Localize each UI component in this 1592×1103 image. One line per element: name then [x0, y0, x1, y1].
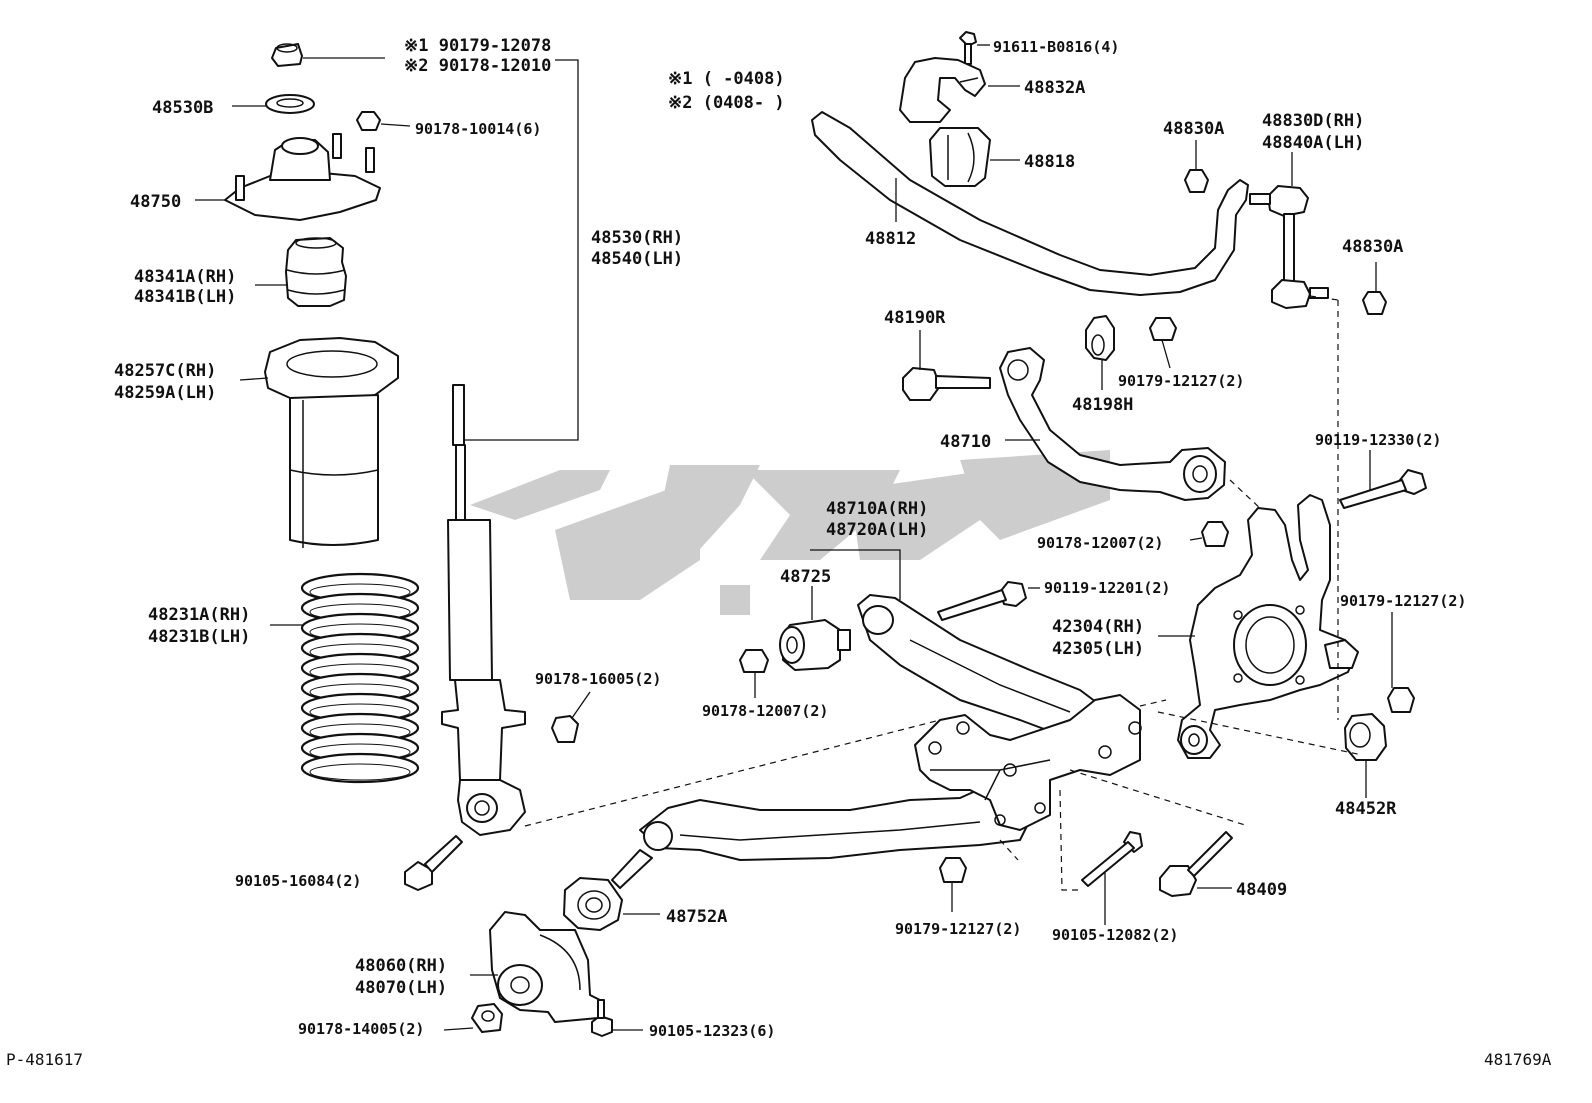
note-3: ※1 ( -0408) [668, 69, 785, 89]
label-48750: 48750 [130, 192, 181, 212]
nut-90178-10014-part [356, 111, 381, 131]
nut-90178-12007-upper-part [1201, 521, 1229, 547]
label-48070: 48070(LH) [355, 978, 447, 998]
label-90105-16084: 90105-16084(2) [235, 872, 361, 890]
label-48257c: 48257C(RH) [114, 361, 216, 381]
coil-spring-48231-part [300, 572, 420, 784]
nut-90179-12127-upper-part [1149, 317, 1177, 341]
label-48198h: 48198H [1072, 395, 1133, 415]
bushing-48818-part [929, 127, 991, 187]
plate-id: P-481617 [6, 1050, 83, 1069]
label-48231b: 48231B(LH) [148, 627, 250, 647]
label-90178-14005: 90178-14005(2) [298, 1020, 424, 1038]
label-48725: 48725 [780, 567, 831, 587]
coil-turn-inner [309, 763, 411, 781]
alignment-dashed-lines [524, 295, 1363, 891]
nut-48830a-upper-part [1184, 169, 1209, 193]
note-2: ※2 90178-12010 [404, 56, 551, 76]
label-48812: 48812 [865, 229, 916, 249]
subframe-part [914, 694, 1142, 831]
label-48830d: 48830D(RH) [1262, 111, 1364, 131]
knuckle-42304-part [1177, 494, 1359, 759]
label-90178-16005: 90178-16005(2) [535, 670, 661, 688]
label-48832a: 48832A [1024, 78, 1085, 98]
stabilizer-link-48830d-part [1249, 185, 1329, 309]
label-42305: 42305(LH) [1052, 639, 1144, 659]
bushing-48452r-part [1344, 713, 1387, 761]
nut-90178-14005-part [471, 1003, 503, 1033]
bolt-90119-12330-part [1339, 469, 1427, 509]
label-42304: 42304(RH) [1052, 617, 1144, 637]
diagram-id: 481769A [1484, 1050, 1552, 1069]
insulator-boot-48257c-part [264, 337, 399, 548]
bolt-48190r-part [902, 367, 991, 401]
upper-support-48750-part [224, 133, 381, 221]
label-48231a: 48231A(RH) [148, 605, 250, 625]
label-48452r: 48452R [1335, 799, 1397, 819]
bolt-90119-12201-part [937, 581, 1027, 621]
bushing-48752a-part [563, 877, 623, 931]
bolt-48409-part [1159, 831, 1233, 897]
bump-stopper-48341-part [285, 237, 347, 307]
label-90105-12323: 90105-12323(6) [649, 1022, 775, 1040]
nut-48830a-lower-part [1362, 291, 1387, 315]
label-48259a: 48259A(LH) [114, 383, 216, 403]
label-layer: ※1 90179-12078 ※2 90178-12010 ※1 ( -0408… [6, 36, 1552, 1069]
label-48341a: 48341A(RH) [134, 267, 236, 287]
note-4: ※2 (0408- ) [668, 93, 785, 113]
label-48720a: 48720A(LH) [826, 520, 928, 540]
label-48830a-upper: 48830A [1163, 119, 1224, 139]
nut-90179-12127-lower-part [939, 857, 967, 883]
label-90179-12127-lower: 90179-12127(2) [895, 920, 1021, 938]
label-48710: 48710 [940, 432, 991, 452]
label-48830a-lower: 48830A [1342, 237, 1403, 257]
bolt-91611-b0816-part [959, 31, 977, 65]
bushing-48725-part [779, 619, 851, 671]
label-48530: 48530(RH) [591, 228, 683, 248]
nut-90179-12127-right-part [1387, 687, 1415, 713]
label-48540: 48540(LH) [591, 249, 683, 269]
label-90178-12007-lower: 90178-12007(2) [702, 702, 828, 720]
label-90119-12330: 90119-12330(2) [1315, 431, 1441, 449]
washer-48530b-part [265, 94, 315, 114]
label-90105-12082: 90105-12082(2) [1052, 926, 1178, 944]
nut-90178-12007-lower-part [739, 649, 769, 673]
label-90179-12127-right: 90179-12127(2) [1340, 592, 1466, 610]
bolt-90105-16084-part [404, 835, 463, 891]
stabilizer-bar-48812-part [811, 111, 1249, 296]
label-48752a: 48752A [666, 907, 727, 927]
note-1: ※1 90179-12078 [404, 36, 551, 56]
bolt-90105-12082-part [1081, 831, 1143, 887]
label-48818: 48818 [1024, 152, 1075, 172]
label-90119-12201: 90119-12201(2) [1044, 579, 1170, 597]
watermark-logo [470, 450, 1110, 615]
label-48710a: 48710A(RH) [826, 499, 928, 519]
label-90178-12007-upper: 90178-12007(2) [1037, 534, 1163, 552]
label-48060: 48060(RH) [355, 956, 447, 976]
lower-arm-48710a-part [857, 594, 1101, 736]
label-48409: 48409 [1236, 880, 1287, 900]
label-48190r: 48190R [884, 308, 946, 328]
nut-90178-16005-part [551, 715, 579, 743]
bracket-48832a-part [899, 57, 986, 123]
label-91611-b0816: 91611-B0816(4) [993, 38, 1119, 56]
bolt-90105-12323-part [591, 999, 613, 1037]
label-48530b: 48530B [152, 98, 213, 118]
upper-arm-48710-part [999, 347, 1226, 501]
label-48840a: 48840A(LH) [1262, 133, 1364, 153]
coil-turn [300, 752, 420, 784]
label-90179-12127-upper: 90179-12127(2) [1118, 372, 1244, 390]
trailing-arm-part [611, 779, 1031, 889]
label-48341b: 48341B(LH) [134, 287, 236, 307]
bracket-48060-part [489, 911, 601, 1023]
bushing-48198h-part [1085, 315, 1115, 361]
label-90178-10014: 90178-10014(6) [415, 120, 541, 138]
shock-absorber-48530-part [441, 384, 526, 836]
nut-90179-12078-part [271, 43, 303, 67]
